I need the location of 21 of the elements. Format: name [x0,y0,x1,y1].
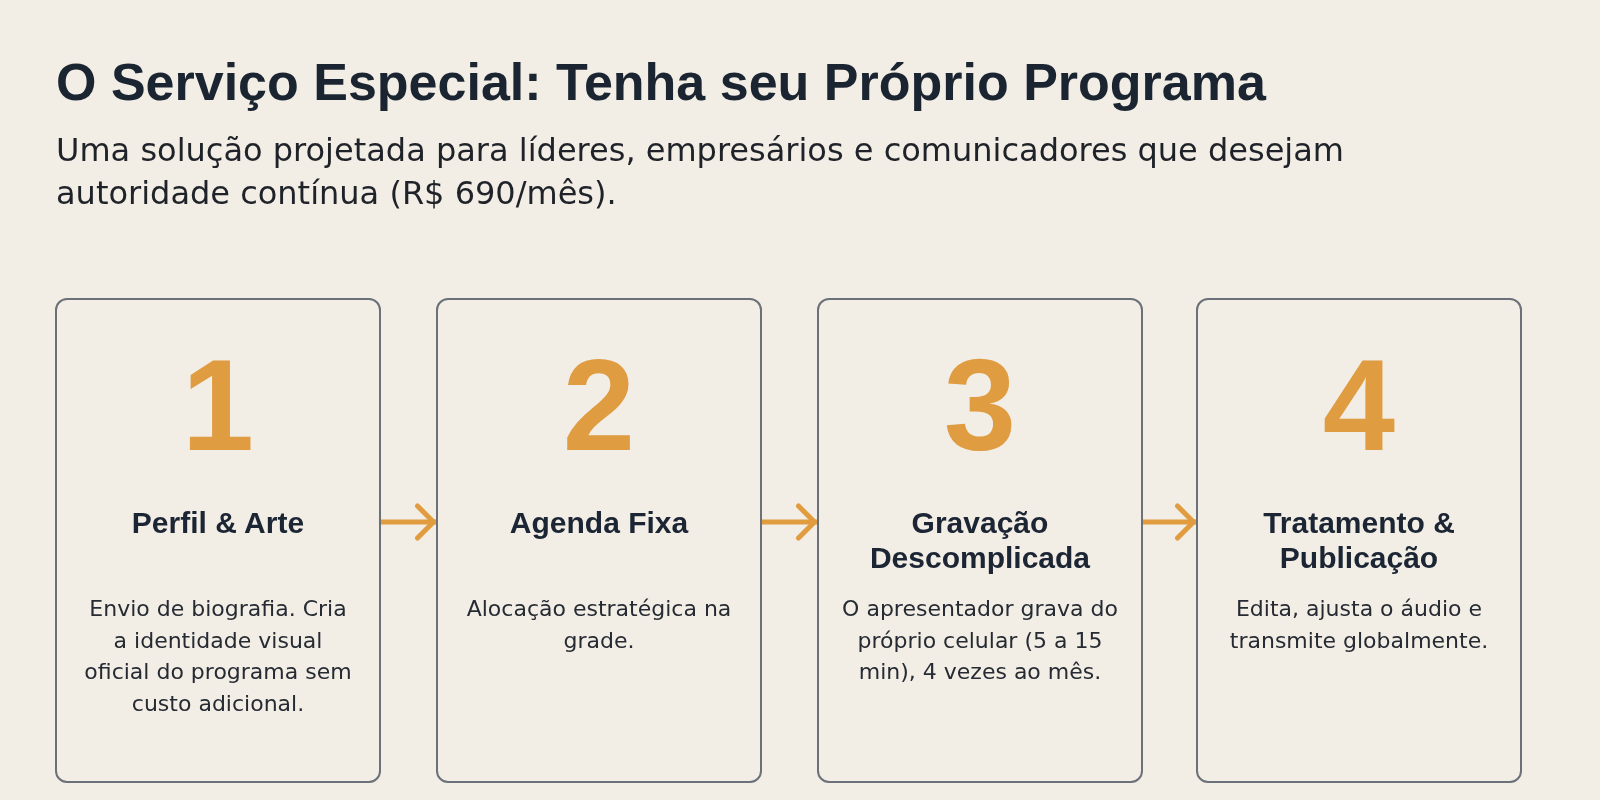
step-card [436,298,762,783]
step-card [55,298,381,783]
step-number: 4 [1322,340,1396,470]
step-card [1196,298,1522,783]
step-description: Edita, ajusta o áudio e transmite globalmente. [1228,595,1490,655]
step-number: 3 [943,340,1017,470]
step-description: Envio de biografia. Cria a identidade visual oficial do programa sem custo adicional. [83,595,353,718]
step-heading: Agenda Fixa [509,505,689,540]
arrow [762,503,817,541]
step-description: O apresentador grava do próprio celular (5 a 15 min), 4 vezes ao mês. [842,595,1118,686]
step-heading: Gravação Descomplicada [868,505,1092,575]
arrow [381,503,436,541]
step-heading: Tratamento & Publicação [1262,505,1456,575]
step-number: 2 [562,340,636,470]
step-heading: Perfil & Arte [131,505,305,540]
page-title: O Serviço Especial: Tenha seu Próprio Programa [56,52,1266,112]
subtitle: Uma solução projetada para líderes, empresários e comunicadores que desejam autoridade contínua (R$ 690/mês). [56,130,1345,214]
step-card [817,298,1143,783]
step-number: 1 [181,340,255,470]
arrow [1143,503,1196,541]
step-description: Alocação estratégica na grade. [465,595,733,655]
